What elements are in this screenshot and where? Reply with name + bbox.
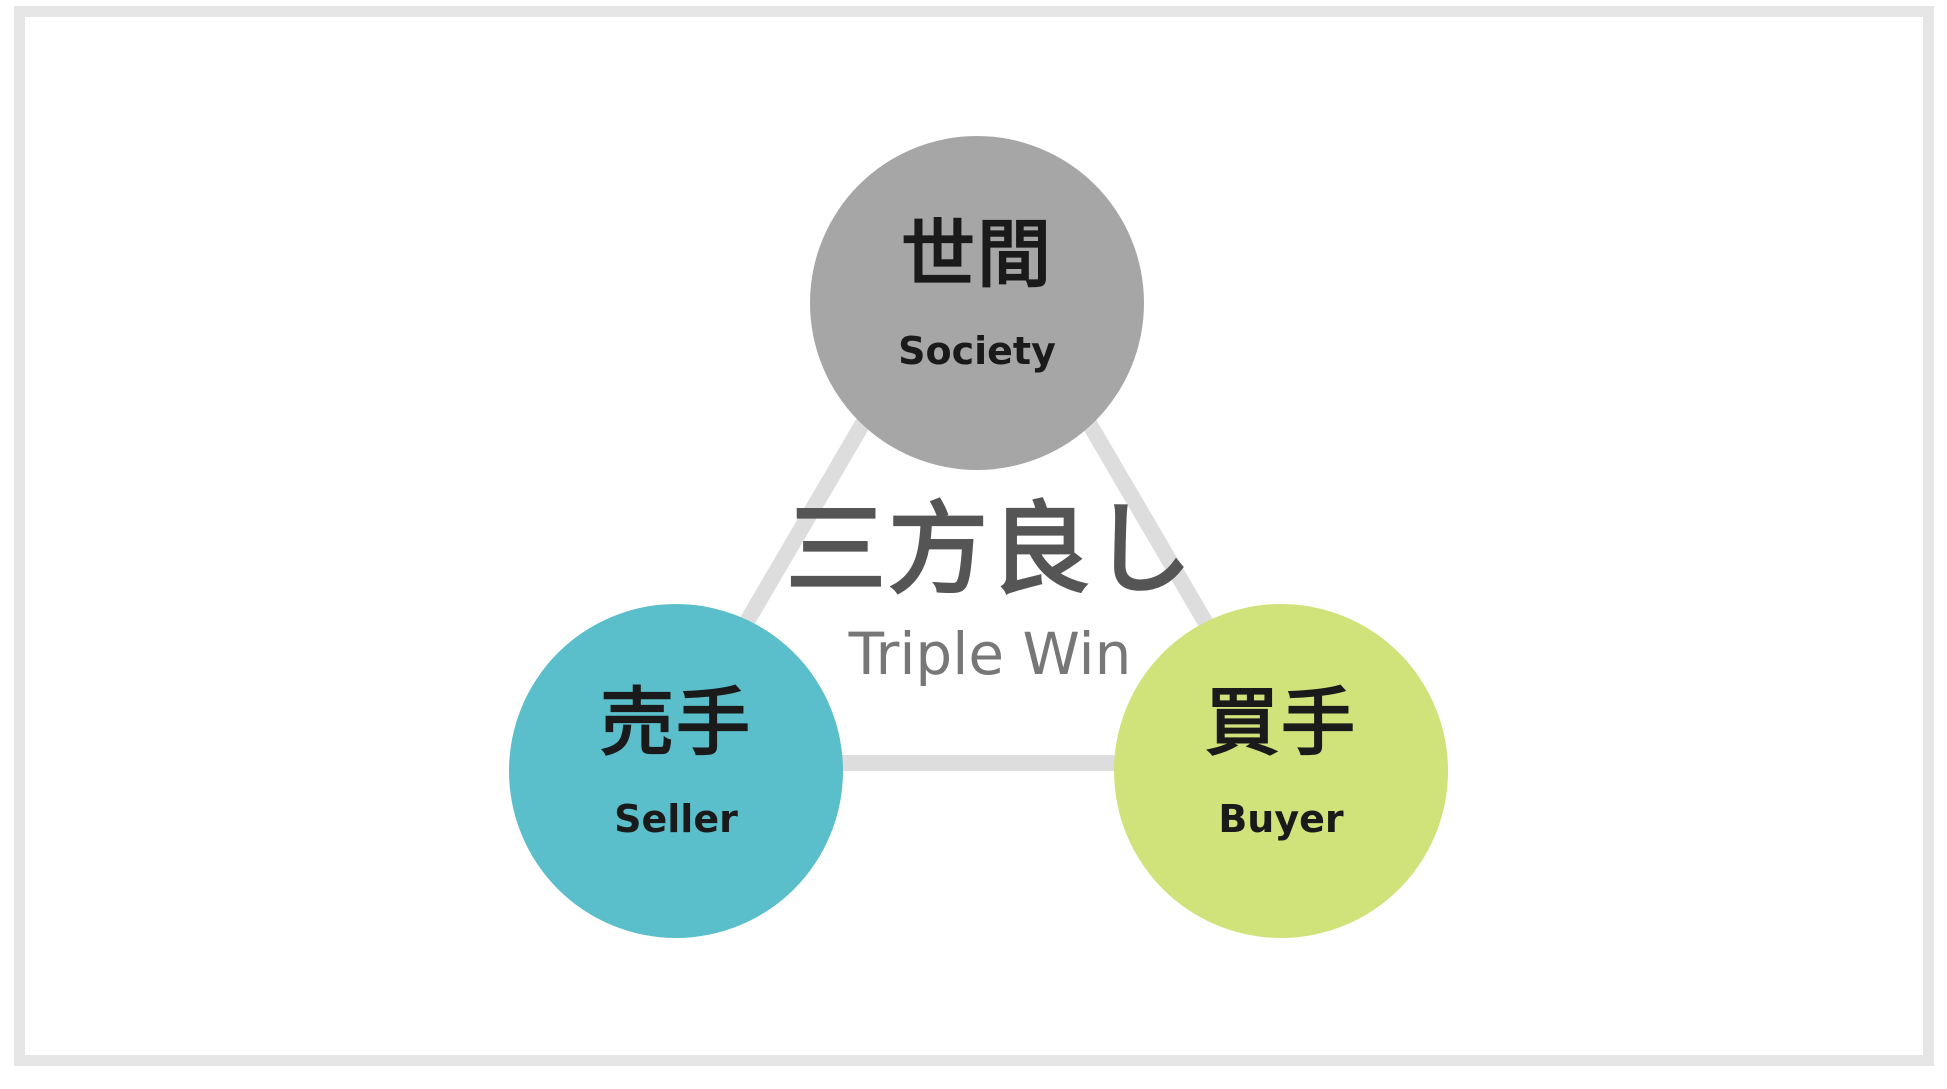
center-subtitle: Triple Win bbox=[848, 620, 1132, 688]
node-society: 世間 Society bbox=[810, 136, 1144, 470]
node-buyer-jp-label: 買手 bbox=[1205, 680, 1357, 766]
node-seller-jp-label: 売手 bbox=[600, 680, 752, 766]
node-society-jp-label: 世間 bbox=[901, 212, 1053, 298]
node-seller-en-label: Seller bbox=[614, 797, 738, 841]
node-buyer-en-label: Buyer bbox=[1218, 797, 1344, 841]
node-buyer: 買手 Buyer bbox=[1114, 604, 1448, 938]
node-seller: 売手 Seller bbox=[509, 604, 843, 938]
connector-society-seller bbox=[734, 417, 870, 638]
node-society-en-label: Society bbox=[898, 329, 1056, 373]
connector-society-buyer bbox=[1082, 417, 1218, 638]
center-title: 三方良し bbox=[786, 491, 1194, 608]
